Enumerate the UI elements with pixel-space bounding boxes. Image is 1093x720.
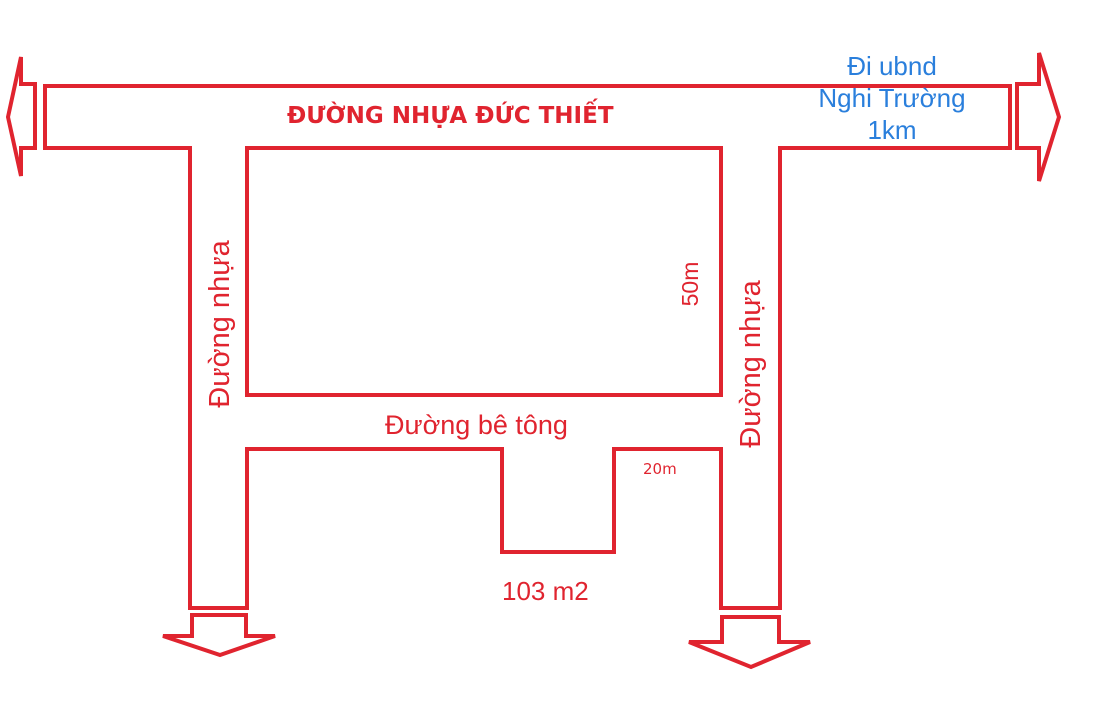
main-road-label: ĐƯỜNG NHỰA ĐỨC THIẾT — [287, 103, 614, 129]
upper-land-block — [245, 146, 723, 397]
middle-road-label: Đường bê tông — [385, 410, 568, 440]
direction-note-line2: Nghi Trường — [818, 83, 966, 113]
direction-note-line3: 1km — [867, 115, 917, 145]
plot-width-label: 20m — [643, 460, 677, 478]
main-road-outline — [43, 84, 1012, 610]
direction-note-line1: Đi ubnd — [847, 51, 937, 81]
right-arrow-icon — [1015, 52, 1062, 182]
down-arrow-left-icon — [162, 613, 276, 658]
left-arrow-icon — [5, 56, 37, 177]
right-road-label: Đường nhựa — [735, 280, 767, 448]
down-arrow-right-icon — [688, 615, 811, 670]
left-road-label: Đường nhựa — [204, 240, 236, 408]
direction-note: Đi ubnd Nghi Trường 1km — [782, 50, 1002, 146]
block-depth-label: 50m — [677, 261, 703, 307]
plot-area-label: 103 m2 — [502, 576, 589, 606]
